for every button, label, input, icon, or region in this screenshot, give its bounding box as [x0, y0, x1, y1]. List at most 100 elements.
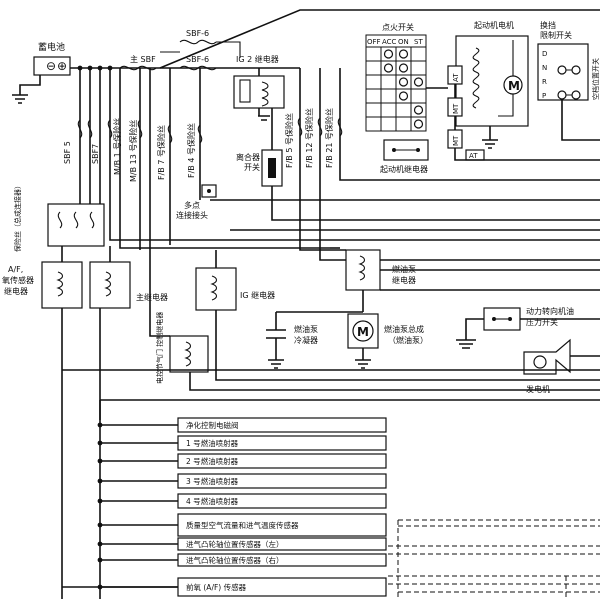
ig-col-acc: ACC [382, 38, 397, 46]
connector-row-label: 质量型空气流量和进气温度传感器 [186, 520, 299, 530]
ignition-switch-cell [410, 60, 427, 76]
starter-relay: 起动机继电器 [380, 139, 600, 181]
ignition-switch-title: 点火开关 [382, 22, 414, 32]
connector-row-label: 4 号燃油喷射器 [186, 496, 239, 506]
svg-text:（燃油泵）: （燃油泵） [388, 335, 428, 345]
svg-text:P: P [542, 92, 546, 100]
svg-text:N: N [542, 64, 547, 72]
starter-motor-title: 起动机电机 [474, 20, 514, 30]
multi-connector-label-1: 多点 [184, 200, 200, 210]
svg-text:IG 继电器: IG 继电器 [240, 290, 275, 300]
ignition-switch-cell [365, 46, 382, 62]
fuse-mb1: M/B 1 号保险丝 [107, 118, 122, 175]
svg-text:动力转向机油: 动力转向机油 [526, 306, 574, 316]
battery-label: 蓄电池 [38, 41, 65, 53]
svg-text:换挡: 换挡 [540, 20, 556, 30]
svg-text:MT: MT [452, 135, 460, 146]
connector-row-label: 净化控制电磁阀 [186, 420, 239, 430]
ignition-switch-contact [398, 49, 409, 59]
mb1-label: M/B 1 号保险丝 [112, 118, 122, 175]
svg-text:离合器: 离合器 [236, 152, 260, 162]
battery: ⊖ ⊕ 蓄电池 [12, 41, 71, 104]
fuel-filter: 燃油泵 冷凝器 [266, 311, 363, 369]
af-sensor-trunk [61, 370, 178, 599]
ignition-switch-cell [365, 74, 382, 90]
svg-text:空档位置开关: 空档位置开关 [591, 58, 600, 100]
multi-connector-label-2: 连接接头 [176, 210, 208, 220]
sbf6-label-top: SBF-6 [186, 29, 209, 38]
svg-text:压力开关: 压力开关 [526, 317, 558, 327]
svg-text:⊕: ⊕ [57, 59, 67, 73]
svg-text:保险丝（总成连接器）: 保险丝（总成连接器） [13, 182, 22, 252]
ignition-switch-cell [380, 116, 397, 132]
svg-text:F/B 21 号保险丝: F/B 21 号保险丝 [324, 108, 334, 168]
connector-row-label: 进气凸轮轴位置传感器（左） [186, 539, 284, 549]
inhibitor-switch: 换挡 限制开关 D N R P 空档位置开关 [537, 20, 600, 141]
fuel-pump-relay: 燃油泵 继电器 [340, 249, 600, 312]
ig-relay: IG 继电器 [195, 250, 600, 381]
starter-motor-m: M [508, 79, 520, 93]
ignition-switch-contact [398, 91, 409, 101]
multi-connector: 多点 连接接头 [176, 184, 217, 220]
starter-relay-label: 起动机继电器 [380, 164, 428, 174]
starter-motor: 起动机电机 M [455, 20, 529, 149]
fuse-box: 保险丝（总成连接器） [13, 182, 105, 252]
mb13-label: M/B 13 号保险丝 [128, 120, 138, 182]
main-sbf-label: 主 SBF [130, 54, 156, 64]
svg-text:开关: 开关 [244, 162, 260, 172]
fuse-sbf5: SBF 5 [63, 119, 83, 164]
ps-switch: 动力转向机油 压力开关 [456, 306, 600, 349]
svg-text:F/B 12 号保险丝: F/B 12 号保险丝 [304, 108, 314, 168]
ignition-switch-cell [410, 88, 427, 104]
connector-rows: 净化控制电磁阀 1 号燃油喷射器 2 号燃油喷射器 3 号燃油喷射器 4 号燃油喷射器质… [61, 370, 387, 599]
svg-text:燃油泵总成: 燃油泵总成 [384, 324, 424, 334]
ig2-relay-label: IG 2 继电器 [236, 54, 279, 64]
af-relay: A/F, 氧传感器 继电器 [2, 261, 83, 309]
fuse-fb4: F/B 4 号保险丝 [186, 68, 203, 200]
connector-row-label: 进气凸轮轴位置传感器（右） [186, 555, 284, 565]
connector-row-label: 1 号燃油喷射器 [186, 438, 239, 448]
fb4-label: F/B 4 号保险丝 [186, 123, 196, 178]
svg-text:AT: AT [452, 73, 460, 82]
ignition-switch-contact [398, 77, 409, 87]
ignition-switch-contact [383, 63, 394, 73]
svg-text:燃油泵: 燃油泵 [392, 264, 416, 274]
svg-text:MT: MT [452, 103, 460, 114]
ig-col-st: ST [414, 38, 423, 46]
ig-col-on: ON [398, 38, 409, 46]
connector-row-label: 2 号燃油喷射器 [186, 456, 239, 466]
ignition-switch-cell [380, 102, 397, 118]
ignition-switch-cell [365, 60, 382, 76]
svg-text:限制开关: 限制开关 [540, 30, 572, 40]
sbf6-label-mid: SBF-6 [186, 55, 209, 64]
ignition-switch-cell [380, 74, 397, 90]
ignition-switch-cell [365, 88, 382, 104]
ignition-switch-cell [395, 116, 412, 132]
svg-text:M: M [357, 325, 369, 339]
clutch-switch: 离合器 开关 [236, 108, 600, 221]
sbf7-label: SBF7 [91, 144, 100, 164]
connector-row-label: 3 号燃油喷射器 [186, 476, 239, 486]
svg-text:发电机: 发电机 [526, 384, 550, 394]
fuel-pump: M 燃油泵总成 （燃油泵） [347, 313, 428, 369]
svg-text:⊖: ⊖ [46, 59, 56, 73]
svg-text:电控节气门 控制继电器: 电控节气门 控制继电器 [155, 312, 164, 384]
svg-text:D: D [542, 50, 547, 58]
ig-col-off: OFF [367, 38, 381, 46]
fuse-sbf7: SBF7 [87, 119, 100, 164]
svg-text:继电器: 继电器 [4, 286, 28, 296]
ignition-switch-cell [365, 116, 382, 132]
svg-text:氧传感器: 氧传感器 [2, 275, 34, 285]
svg-text:A/F,: A/F, [8, 265, 23, 274]
ignition-switch-cell [365, 102, 382, 118]
svg-text:R: R [542, 78, 547, 86]
ignition-switch-cell [395, 102, 412, 118]
at-mt-boxes: AT MT MT AT [426, 65, 600, 161]
ig2-relay: IG 2 继电器 [233, 54, 285, 121]
ignition-switch-cell [380, 88, 397, 104]
svg-text:继电器: 继电器 [392, 275, 416, 285]
generator: 发电机 [523, 338, 600, 394]
ignition-switch-contact [383, 49, 394, 59]
